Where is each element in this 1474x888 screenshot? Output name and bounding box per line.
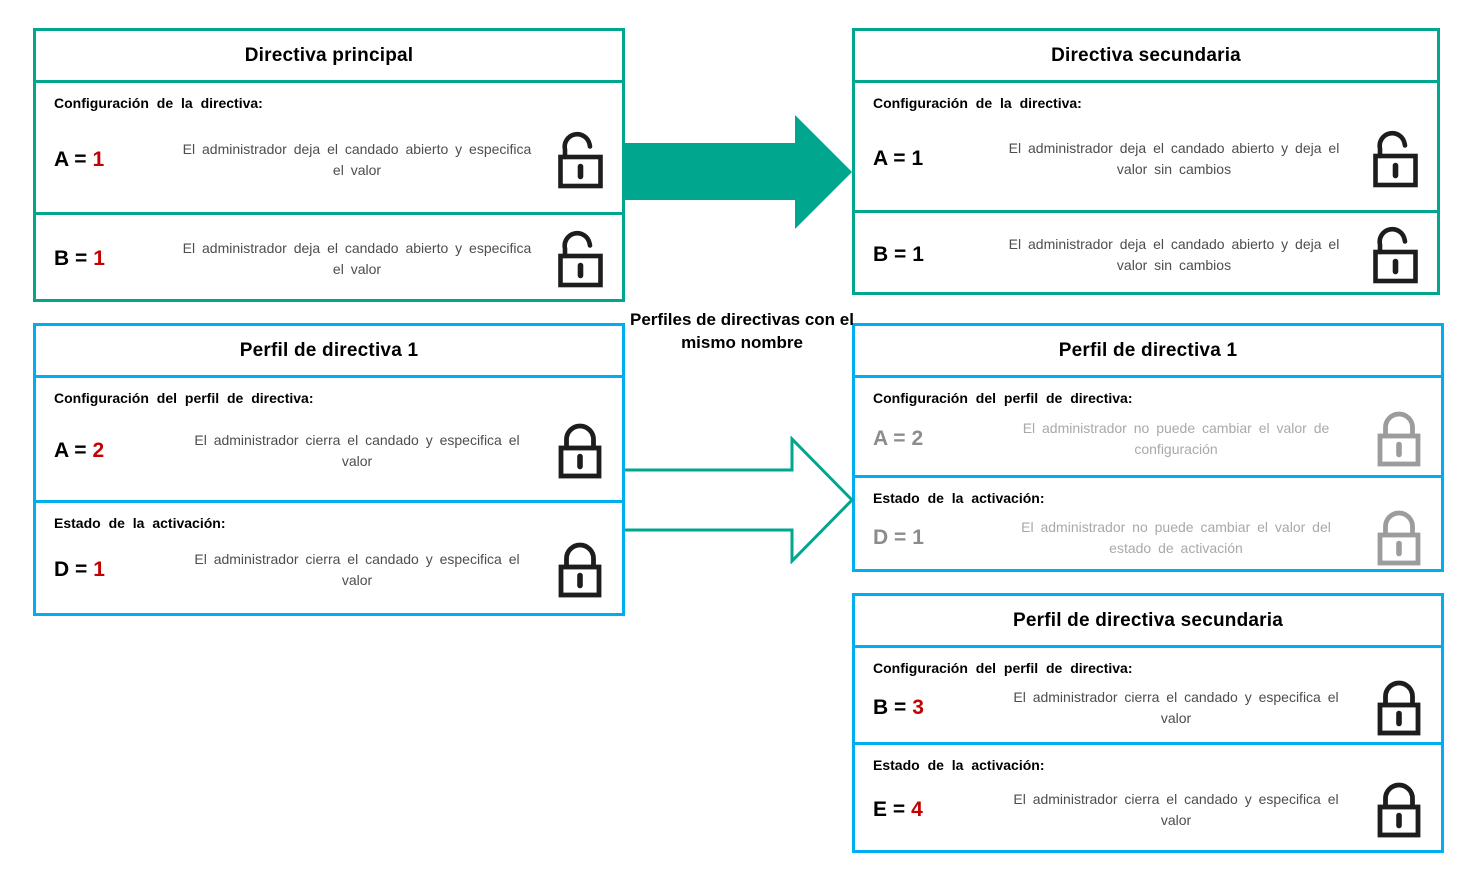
variable-value: 2 bbox=[911, 426, 924, 450]
section-description: El administrador cierra el candado y esp… bbox=[1013, 689, 1339, 726]
variable-d: D =1 bbox=[873, 526, 924, 549]
secondary-policy-box: Directiva secundaria Configuración de la… bbox=[852, 28, 1440, 295]
secondary-policy-profile-box: Perfil de directiva secundaria Configura… bbox=[852, 593, 1444, 853]
section-description: El administrador deja el candado abierto… bbox=[182, 240, 532, 277]
lock-closed-gray-icon bbox=[1373, 408, 1427, 470]
variable-e: E =4 bbox=[873, 797, 923, 821]
section-label: Configuración del perfil de directiva: bbox=[873, 660, 1133, 676]
lock-open-icon bbox=[554, 129, 608, 191]
section-description: El administrador deja el candado abierto… bbox=[1008, 139, 1340, 177]
section-description: El administrador cierra el candado y esp… bbox=[1013, 790, 1339, 828]
section-description: El administrador deja el candado abierto… bbox=[1008, 235, 1340, 273]
variable-d: D =1 bbox=[54, 558, 105, 581]
variable-value: 1 bbox=[911, 146, 924, 170]
variable-b: B =1 bbox=[54, 247, 105, 270]
variable-b: B =1 bbox=[873, 242, 924, 266]
section-label: Configuración de la directiva: bbox=[54, 95, 263, 111]
main-policy-title: Directiva principal bbox=[244, 44, 414, 66]
lock-open-icon bbox=[1369, 128, 1423, 190]
section-description: El administrador cierra el candado y esp… bbox=[194, 551, 520, 588]
variable-value: 4 bbox=[911, 797, 923, 821]
section-label: Estado de la activación: bbox=[873, 757, 1045, 773]
profile-settings-section: Configuración del perfil de directiva: A… bbox=[855, 375, 1441, 475]
section-description: El administrador no puede cambiar el val… bbox=[1021, 519, 1331, 556]
section-label: Estado de la activación: bbox=[873, 490, 1045, 506]
secondary-policy-profile-title: Perfil de directiva secundaria bbox=[1012, 609, 1283, 631]
profile-settings-section: Configuración del perfil de directiva: A… bbox=[36, 375, 622, 500]
arrow-label: Perfiles de directivas con el mismo nomb… bbox=[630, 310, 854, 352]
variable-value: 1 bbox=[93, 558, 105, 581]
section-label: Estado de la activación: bbox=[54, 515, 226, 531]
policy-profile-1-box: Perfil de directiva 1 Configuración del … bbox=[33, 323, 625, 616]
section-description: El administrador no puede cambiar el val… bbox=[1022, 419, 1330, 457]
variable-a: A =2 bbox=[873, 426, 924, 450]
policy-profile-1-secondary-box: Perfil de directiva 1 Configuración del … bbox=[852, 323, 1444, 572]
lock-closed-icon bbox=[1373, 779, 1427, 841]
section-label: Configuración del perfil de directiva: bbox=[54, 390, 314, 406]
lock-closed-icon bbox=[554, 539, 608, 601]
main-policy-box: Directiva principal Configuración de la … bbox=[33, 28, 625, 302]
secondary-policy-section-a: Configuración de la directiva: A =1 El a… bbox=[855, 80, 1437, 210]
section-label: Configuración de la directiva: bbox=[873, 95, 1082, 111]
activation-state-section: Estado de la activación: D =1 El adminis… bbox=[36, 500, 622, 613]
variable-value: 1 bbox=[92, 147, 105, 171]
secondary-policy-title: Directiva secundaria bbox=[1051, 44, 1241, 66]
main-policy-section-b: B =1 El administrador deja el candado ab… bbox=[36, 212, 622, 299]
variable-b: B =3 bbox=[873, 696, 924, 719]
activation-state-section: Estado de la activación: D =1 El adminis… bbox=[855, 475, 1441, 569]
variable-value: 1 bbox=[912, 526, 924, 549]
main-policy-section-a: Configuración de la directiva: A =1 El a… bbox=[36, 80, 622, 212]
section-label: Configuración del perfil de directiva: bbox=[873, 390, 1133, 406]
lock-closed-icon bbox=[1373, 677, 1427, 739]
section-description: El administrador cierra el candado y esp… bbox=[194, 432, 520, 469]
policy-inheritance-arrow bbox=[625, 115, 852, 229]
policy-profile-1-secondary-title: Perfil de directiva 1 bbox=[1058, 339, 1238, 361]
policy-profile-1-title: Perfil de directiva 1 bbox=[239, 339, 419, 361]
variable-value: 3 bbox=[912, 696, 924, 719]
profile-settings-section: Configuración del perfil de directiva: B… bbox=[855, 645, 1441, 742]
variable-value: 1 bbox=[93, 247, 105, 270]
secondary-policy-section-b: B =1 El administrador deja el candado ab… bbox=[855, 210, 1437, 292]
profile-inheritance-arrow bbox=[625, 436, 855, 564]
lock-closed-gray-icon bbox=[1373, 507, 1427, 569]
variable-a: A =1 bbox=[54, 147, 105, 171]
section-description: El administrador deja el candado abierto… bbox=[182, 140, 532, 178]
variable-value: 2 bbox=[92, 439, 105, 462]
variable-value: 1 bbox=[912, 242, 924, 266]
lock-open-icon bbox=[1369, 224, 1423, 286]
activation-state-section: Estado de la activación: E =4 El adminis… bbox=[855, 742, 1441, 850]
variable-a: A =2 bbox=[54, 439, 105, 462]
lock-closed-icon bbox=[554, 420, 608, 482]
lock-open-icon bbox=[554, 228, 608, 290]
variable-a: A =1 bbox=[873, 146, 924, 170]
